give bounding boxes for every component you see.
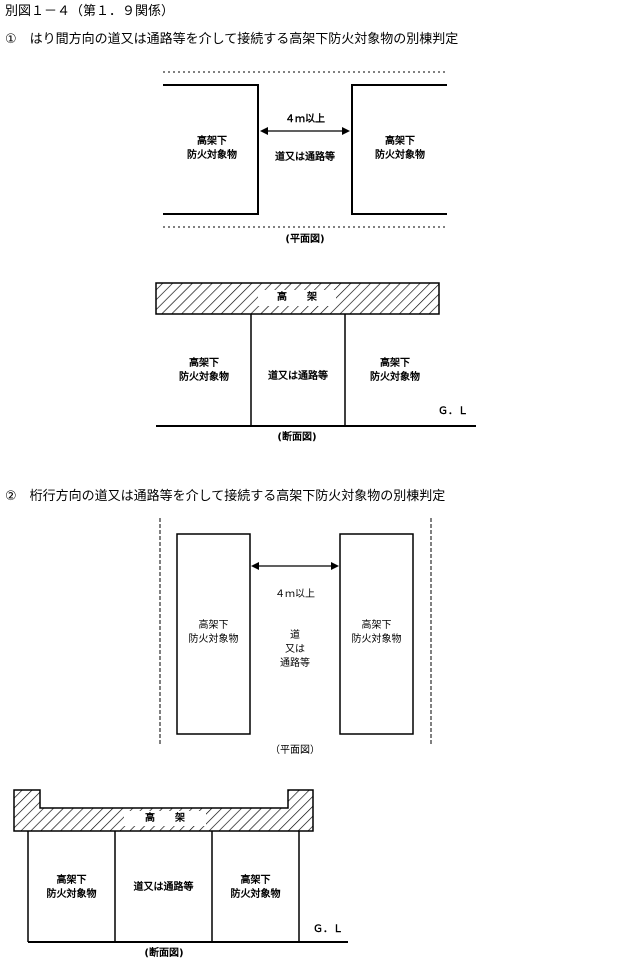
fig1-plan-left-building-label: 高架下 防火対象物 [187,136,237,161]
fig2-section-caption: (断面図) [144,948,184,959]
figure-reference: 別図１－４（第１．９関係） [5,4,175,19]
fig1-section-road-label: 道又は通路等 [268,371,328,382]
fig2-viaduct-label: 高 架 [145,813,185,824]
fig2-plan-distance-label: ４ｍ以上 [275,589,315,600]
section1-title: ① はり間方向の道又は通路等を介して接続する高架下防火対象物の別棟判定 [5,32,459,47]
fig2-plan-left-building [176,533,251,735]
fig1-plan-arrow-left [260,127,268,135]
fig2-section [13,789,348,943]
fig2-plan-caption: （平面図） [270,745,320,756]
fig1-section-right-building-label: 高架下 防火対象物 [370,358,420,383]
fig2-plan-road-label: 道 又は 通路等 [280,630,310,669]
fig1-plan-right-building-label: 高架下 防火対象物 [375,136,425,161]
fig1-ground-label: Ｇ．Ｌ [438,406,468,417]
fig1-plan-caption: (平面図) [285,234,325,245]
fig2-plan-arrow-right [331,562,339,570]
fig2-viaduct-label-bg [124,811,206,826]
fig1-viaduct-label-bg [258,290,336,306]
fig2-section-road-label: 道又は通路等 [133,882,194,893]
fig1-plan [163,71,447,228]
fig2-viaduct-deck [13,789,314,832]
fig1-plan-right-building [351,84,447,215]
fig1-section [155,282,476,427]
fig2-plan-right-building-label: 高架下 防火対象物 [351,620,402,645]
fig1-viaduct-label: 高 架 [277,292,317,303]
fig1-plan-distance-label: ４ｍ以上 [285,114,325,125]
fig1-section-left-building-label: 高架下 防火対象物 [179,358,229,383]
section2-title: ② 桁行方向の道又は通路等を介して接続する高架下防火対象物の別棟判定 [5,489,446,504]
fig2-plan-left-building-label: 高架下 防火対象物 [188,620,239,645]
fig1-plan-road-label: 道又は通路等 [275,152,335,163]
fig2-plan-arrow-left [251,562,259,570]
fig1-section-caption: (断面図) [277,432,317,443]
fig1-plan-arrow-right [342,127,350,135]
fig2-section-left-building-label: 高架下 防火対象物 [46,875,97,900]
fig2-ground-label: Ｇ．Ｌ [313,924,343,935]
fig2-plan-right-building [339,533,414,735]
fig1-plan-left-building [163,84,259,215]
fig2-plan [159,518,432,744]
fig2-section-right-building-label: 高架下 防火対象物 [230,875,281,900]
